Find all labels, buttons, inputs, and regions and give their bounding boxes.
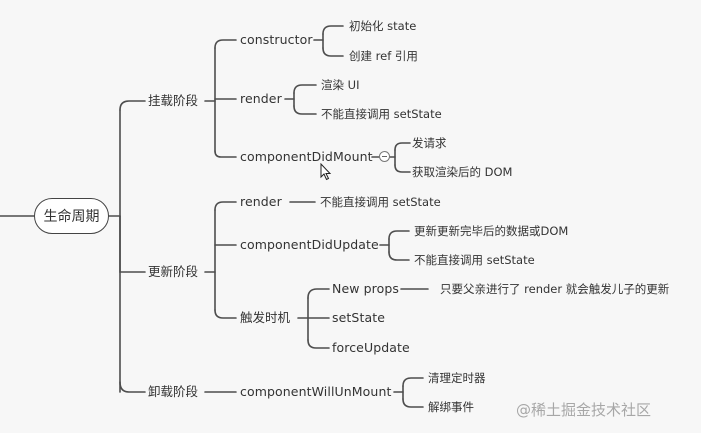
phase-unmount[interactable]: 卸载阶段: [148, 384, 199, 399]
phase-mount[interactable]: 挂载阶段: [148, 93, 199, 108]
phase-update[interactable]: 更新阶段: [148, 264, 199, 279]
leaf-no-setstate-didupdate[interactable]: 不能直接调用 setState: [414, 253, 535, 267]
leaf-get-dom[interactable]: 获取渲染后的 DOM: [412, 165, 513, 179]
leaf-create-ref[interactable]: 创建 ref 引用: [349, 49, 418, 63]
trigger-new-props[interactable]: New props: [332, 281, 400, 296]
node-render-update[interactable]: render: [240, 194, 282, 209]
leaf-updated-data[interactable]: 更新更新完毕后的数据或DOM: [414, 224, 569, 238]
leaf-no-setstate-update[interactable]: 不能直接调用 setState: [320, 195, 441, 209]
node-trigger-timing[interactable]: 触发时机: [240, 310, 291, 325]
leaf-unbind-events[interactable]: 解绑事件: [428, 400, 474, 414]
leaf-clear-timer[interactable]: 清理定时器: [428, 371, 486, 385]
node-constructor[interactable]: constructor: [240, 32, 313, 47]
node-componentdidmount[interactable]: componentDidMount: [240, 149, 373, 164]
trigger-setstate[interactable]: setState: [332, 310, 385, 325]
node-componentwillunmount[interactable]: componentWillUnMount: [240, 384, 392, 399]
trigger-forceupdate[interactable]: forceUpdate: [332, 340, 410, 355]
mouse-cursor-icon: [320, 163, 332, 181]
collapse-toggle-button[interactable]: [379, 151, 390, 162]
root-node[interactable]: 生命周期: [34, 198, 109, 234]
watermark: @稀土掘金技术社区: [516, 401, 652, 419]
leaf-send-request[interactable]: 发请求: [412, 136, 447, 150]
node-componentdidupdate[interactable]: componentDidUpdate: [240, 237, 379, 252]
leaf-render-ui[interactable]: 渲染 UI: [321, 78, 360, 92]
leaf-parent-render[interactable]: 只要父亲进行了 render 就会触发儿子的更新: [440, 282, 670, 296]
node-render-mount[interactable]: render: [240, 91, 282, 106]
leaf-init-state[interactable]: 初始化 state: [349, 19, 417, 33]
leaf-no-setstate-mount[interactable]: 不能直接调用 setState: [321, 107, 442, 121]
